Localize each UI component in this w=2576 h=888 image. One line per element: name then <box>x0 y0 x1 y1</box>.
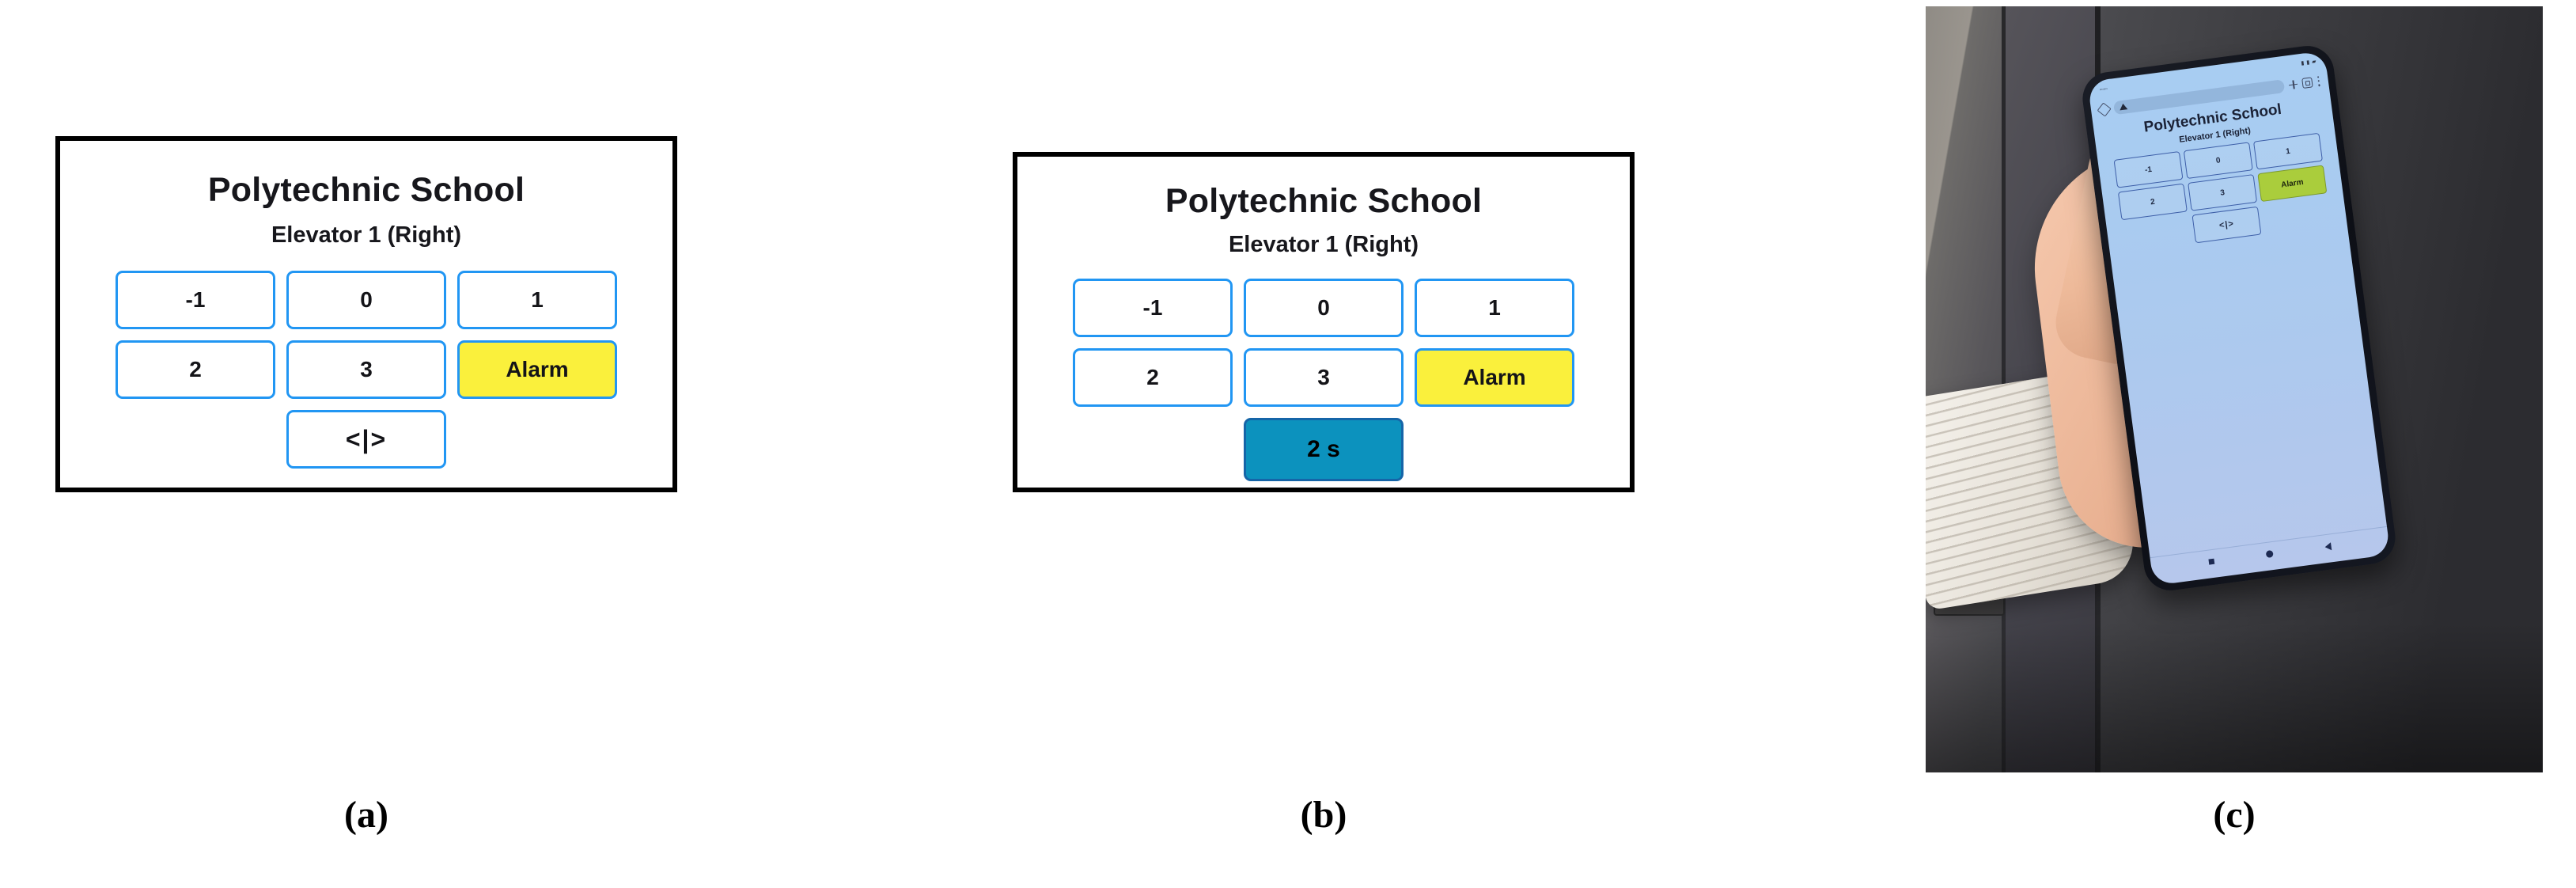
panel-a-app-title: Polytechnic School <box>207 171 525 209</box>
circle-home-icon[interactable] <box>2265 549 2274 559</box>
panel-a-keypad-bottom-row: <|> <box>116 410 617 469</box>
panel-b-key-floor-2[interactable]: 2 <box>1073 348 1233 407</box>
home-icon[interactable] <box>2097 101 2112 117</box>
panel-b-keypad: -1 0 1 2 3 Alarm <box>1073 279 1574 407</box>
status-icon-notifications: ▫▫▫▫ <box>2099 85 2108 93</box>
caption-b: (b) <box>1300 794 1347 836</box>
panel-b-mockup: Polytechnic School Elevator 1 (Right) -1… <box>1013 152 1635 492</box>
phone-key-floor-3[interactable]: 3 <box>2188 174 2258 211</box>
panel-a-mockup: Polytechnic School Elevator 1 (Right) -1… <box>55 136 677 492</box>
phone-key-floor-2[interactable]: 2 <box>2117 183 2188 221</box>
plus-icon[interactable] <box>2288 79 2298 89</box>
panel-a-app-subtitle: Elevator 1 (Right) <box>271 222 462 248</box>
panel-b-keypad-bottom-row: 2 s <box>1073 418 1574 481</box>
status-icons-right: ▮ ▮ ▰ <box>2301 59 2317 66</box>
phone-key-floor-0[interactable]: 0 <box>2183 142 2253 180</box>
site-info-icon <box>2119 103 2128 111</box>
phone-key-alarm[interactable]: Alarm <box>2257 165 2328 203</box>
phone-key-floor-minus1[interactable]: -1 <box>2113 151 2184 188</box>
caption-a: (a) <box>344 794 388 836</box>
panel-b-key-alarm[interactable]: Alarm <box>1415 348 1574 407</box>
wifi-icon: ▮ <box>2301 60 2305 66</box>
panel-b-key-floor-3[interactable]: 3 <box>1244 348 1404 407</box>
panel-a-key-floor-0[interactable]: 0 <box>286 271 446 329</box>
panel-b-key-floor-1[interactable]: 1 <box>1415 279 1574 337</box>
panel-a-key-floor-1[interactable]: 1 <box>457 271 617 329</box>
phone-key-floor-1[interactable]: 1 <box>2253 132 2323 170</box>
panel-b-app-title: Polytechnic School <box>1165 182 1483 220</box>
signal-icon: ▮ <box>2305 59 2310 66</box>
overflow-menu-icon[interactable] <box>2317 75 2321 86</box>
battery-icon: ▰ <box>2311 59 2317 66</box>
panel-a-key-floor-3[interactable]: 3 <box>286 340 446 399</box>
panel-b-countdown-button[interactable]: 2 s <box>1244 418 1404 481</box>
phone-door-open-icon-button[interactable]: <|> <box>2191 206 2262 244</box>
panel-b-app-subtitle: Elevator 1 (Right) <box>1228 232 1419 257</box>
panel-a-key-alarm[interactable]: Alarm <box>457 340 617 399</box>
panel-b-key-floor-minus1[interactable]: -1 <box>1073 279 1233 337</box>
panel-a-key-floor-2[interactable]: 2 <box>116 340 275 399</box>
caption-c: (c) <box>2213 794 2256 836</box>
tabs-icon[interactable] <box>2301 76 2313 89</box>
panel-a-keypad: -1 0 1 2 3 Alarm <box>116 271 617 399</box>
panel-b-key-floor-0[interactable]: 0 <box>1244 279 1404 337</box>
panel-a-key-floor-minus1[interactable]: -1 <box>116 271 275 329</box>
square-recents-icon[interactable] <box>2208 558 2215 565</box>
panel-a-door-open-icon-button[interactable]: <|> <box>286 410 446 469</box>
panel-c-photo: ▫▫▫▫ ▮ ▮ ▰ Polytechnic Sch <box>1926 6 2543 772</box>
triangle-back-icon[interactable] <box>2324 541 2332 551</box>
floor-shadow <box>1926 622 2543 772</box>
